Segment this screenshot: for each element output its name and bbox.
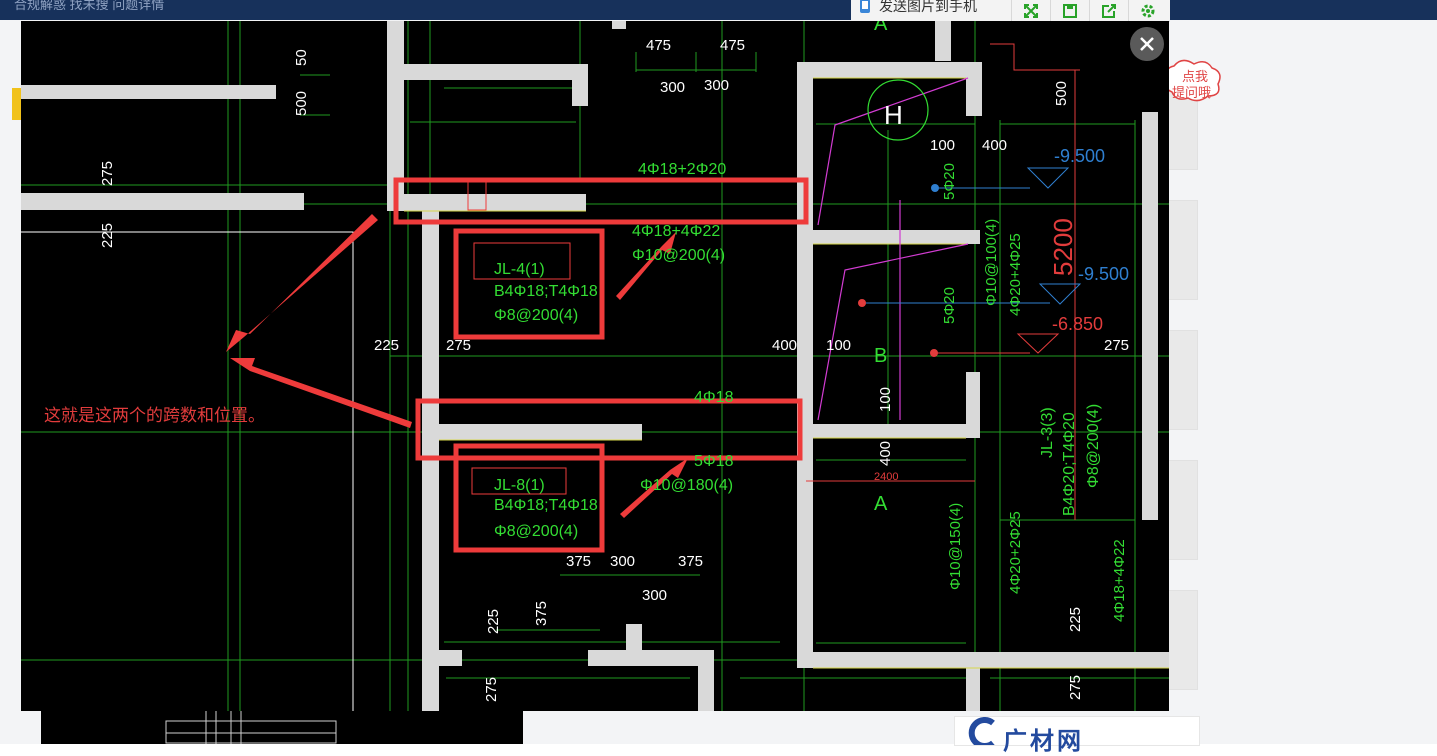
export-button[interactable] bbox=[1089, 0, 1128, 21]
jl3-rebar: B4Φ20;T4Φ20 bbox=[1061, 412, 1078, 516]
highlight-boxes bbox=[393, 177, 809, 553]
dim-225a: 225 bbox=[99, 223, 116, 248]
thumbnail-strip bbox=[41, 711, 523, 744]
dim-100b: 100 bbox=[930, 137, 955, 154]
dim-275e: 275 bbox=[1067, 675, 1084, 700]
rebar-v4: 5Φ20 bbox=[941, 287, 958, 324]
leader-lines bbox=[806, 43, 1080, 520]
dim-50: 50 bbox=[293, 49, 310, 66]
dim-300d: 300 bbox=[642, 587, 667, 604]
dim-375a: 375 bbox=[566, 553, 591, 570]
jl4-rebar: B4Φ18;T4Φ18 bbox=[494, 283, 598, 300]
export-icon bbox=[1102, 3, 1116, 18]
wall-edges bbox=[404, 77, 1169, 669]
dim-500b: 500 bbox=[1053, 81, 1070, 106]
ask-question-bubble[interactable]: 点我 提问哦 bbox=[1162, 58, 1224, 104]
dim-475b: 475 bbox=[720, 37, 745, 54]
dim-300b: 300 bbox=[704, 77, 729, 94]
image-toolbar: 发送图片到手机 bbox=[851, 0, 1170, 22]
rebar-v1: 5Φ20 bbox=[941, 163, 958, 200]
rebar-v3: 4Φ20+4Φ25 bbox=[1007, 233, 1024, 316]
phone-icon bbox=[860, 0, 870, 13]
dim-300c: 300 bbox=[610, 553, 635, 570]
beam-mid1-line1: 4Φ18+4Φ22 bbox=[632, 223, 720, 240]
dim-375c: 375 bbox=[533, 601, 550, 626]
close-icon bbox=[1140, 37, 1154, 51]
bubble-line-1: 点我 bbox=[1182, 69, 1209, 84]
beam-top-label: 4Φ18+2Φ20 bbox=[638, 161, 726, 178]
dim-300a: 300 bbox=[660, 79, 685, 96]
dim-275b: 275 bbox=[446, 337, 471, 354]
drawing-texts: 这就是这两个的跨数和位置。 4Φ18+2Φ20 4Φ18+4Φ22 Φ10@20… bbox=[44, 21, 1129, 702]
save-button[interactable] bbox=[1050, 0, 1089, 21]
footer-logo-text: 广材网 bbox=[1003, 728, 1084, 755]
jl8-rebar: B4Φ18;T4Φ18 bbox=[494, 497, 598, 514]
elevation-1: -9.500 bbox=[1054, 146, 1105, 166]
elevation-2: -9.500 bbox=[1078, 264, 1129, 284]
jl3-name: JL-3(3) bbox=[1039, 407, 1056, 458]
axis-bubble-h bbox=[867, 79, 929, 141]
label-frames bbox=[467, 179, 571, 495]
dim-100a: 100 bbox=[826, 337, 851, 354]
axis-label-a2: A bbox=[874, 493, 888, 515]
walls bbox=[21, 21, 1169, 711]
dim-400c: 400 bbox=[877, 441, 894, 466]
rebar-v6: 4Φ20+2Φ25 bbox=[1007, 511, 1024, 594]
gear-icon bbox=[1141, 4, 1155, 17]
dim-225d: 225 bbox=[1067, 607, 1084, 632]
axis-label-a1: A bbox=[874, 21, 888, 35]
beam-mid2-line3: Φ10@180(4) bbox=[640, 477, 733, 494]
beam-mid2-line1: 4Φ18 bbox=[694, 389, 734, 406]
expand-arrows-icon bbox=[1024, 3, 1038, 18]
jl8-stirrup: Φ8@200(4) bbox=[494, 523, 578, 540]
top-nav-bar: 合规解惑 找未搜 问题详情 bbox=[0, 0, 1437, 20]
detail-frame bbox=[21, 231, 354, 711]
logo-mark-icon bbox=[968, 717, 995, 745]
dim-275c: 275 bbox=[1104, 337, 1129, 354]
bubble-line-2: 提问哦 bbox=[1172, 85, 1212, 100]
grid-lines bbox=[21, 21, 1169, 711]
beam-mid2-line2: 5Φ18 bbox=[694, 453, 734, 470]
annotation-text: 这就是这两个的跨数和位置。 bbox=[44, 406, 265, 425]
footer-logo[interactable]: 广材网 bbox=[954, 716, 1200, 755]
fullscreen-button[interactable] bbox=[1011, 0, 1050, 21]
axis-label-b: B bbox=[874, 345, 887, 367]
dots bbox=[858, 184, 939, 357]
axis-label-h: H bbox=[884, 100, 903, 130]
image-viewer[interactable]: 这就是这两个的跨数和位置。 4Φ18+2Φ20 4Φ18+4Φ22 Φ10@20… bbox=[21, 21, 1169, 711]
send-to-phone-button[interactable]: 发送图片到手机 bbox=[857, 0, 977, 17]
close-viewer-button[interactable] bbox=[1130, 27, 1164, 61]
dim-475a: 475 bbox=[646, 37, 671, 54]
top-nav-text: 合规解惑 找未搜 问题详情 bbox=[14, 0, 165, 12]
dim-225c: 225 bbox=[485, 609, 502, 634]
save-icon bbox=[1063, 3, 1077, 18]
rebar-v2: Φ10@100(4) bbox=[983, 219, 1000, 306]
dim-400a: 400 bbox=[772, 337, 797, 354]
dim-400b: 400 bbox=[982, 137, 1007, 154]
send-to-phone-label: 发送图片到手机 bbox=[879, 0, 977, 14]
dim-375b: 375 bbox=[678, 553, 703, 570]
elevation-3: -6.850 bbox=[1052, 314, 1103, 334]
dim-275a: 275 bbox=[99, 161, 116, 186]
jl4-stirrup: Φ8@200(4) bbox=[494, 307, 578, 324]
settings-button[interactable] bbox=[1128, 0, 1167, 21]
thumbnail-drawing bbox=[165, 711, 337, 744]
rebar-v5: Φ10@150(4) bbox=[947, 503, 964, 590]
dim-500a: 500 bbox=[293, 91, 310, 116]
jl3-stirrup: Φ8@200(4) bbox=[1085, 404, 1102, 488]
dim-275d: 275 bbox=[483, 677, 500, 702]
side-tab[interactable] bbox=[12, 88, 22, 120]
annotation-arrows bbox=[226, 214, 688, 518]
rebar-v7: 4Φ18+4Φ22 bbox=[1111, 539, 1128, 622]
dim-225b: 225 bbox=[374, 337, 399, 354]
jl4-name: JL-4(1) bbox=[494, 261, 545, 278]
dim-100c: 100 bbox=[877, 387, 894, 412]
beam-mid1-line2: Φ10@200(4) bbox=[632, 247, 725, 264]
jl8-name: JL-8(1) bbox=[494, 477, 545, 494]
cad-drawing: 这就是这两个的跨数和位置。 4Φ18+2Φ20 4Φ18+4Φ22 Φ10@20… bbox=[21, 21, 1169, 711]
span-5200: 5200 bbox=[1048, 218, 1078, 276]
elevation-markers bbox=[1016, 167, 1082, 354]
dim-2400: 2400 bbox=[874, 471, 898, 483]
